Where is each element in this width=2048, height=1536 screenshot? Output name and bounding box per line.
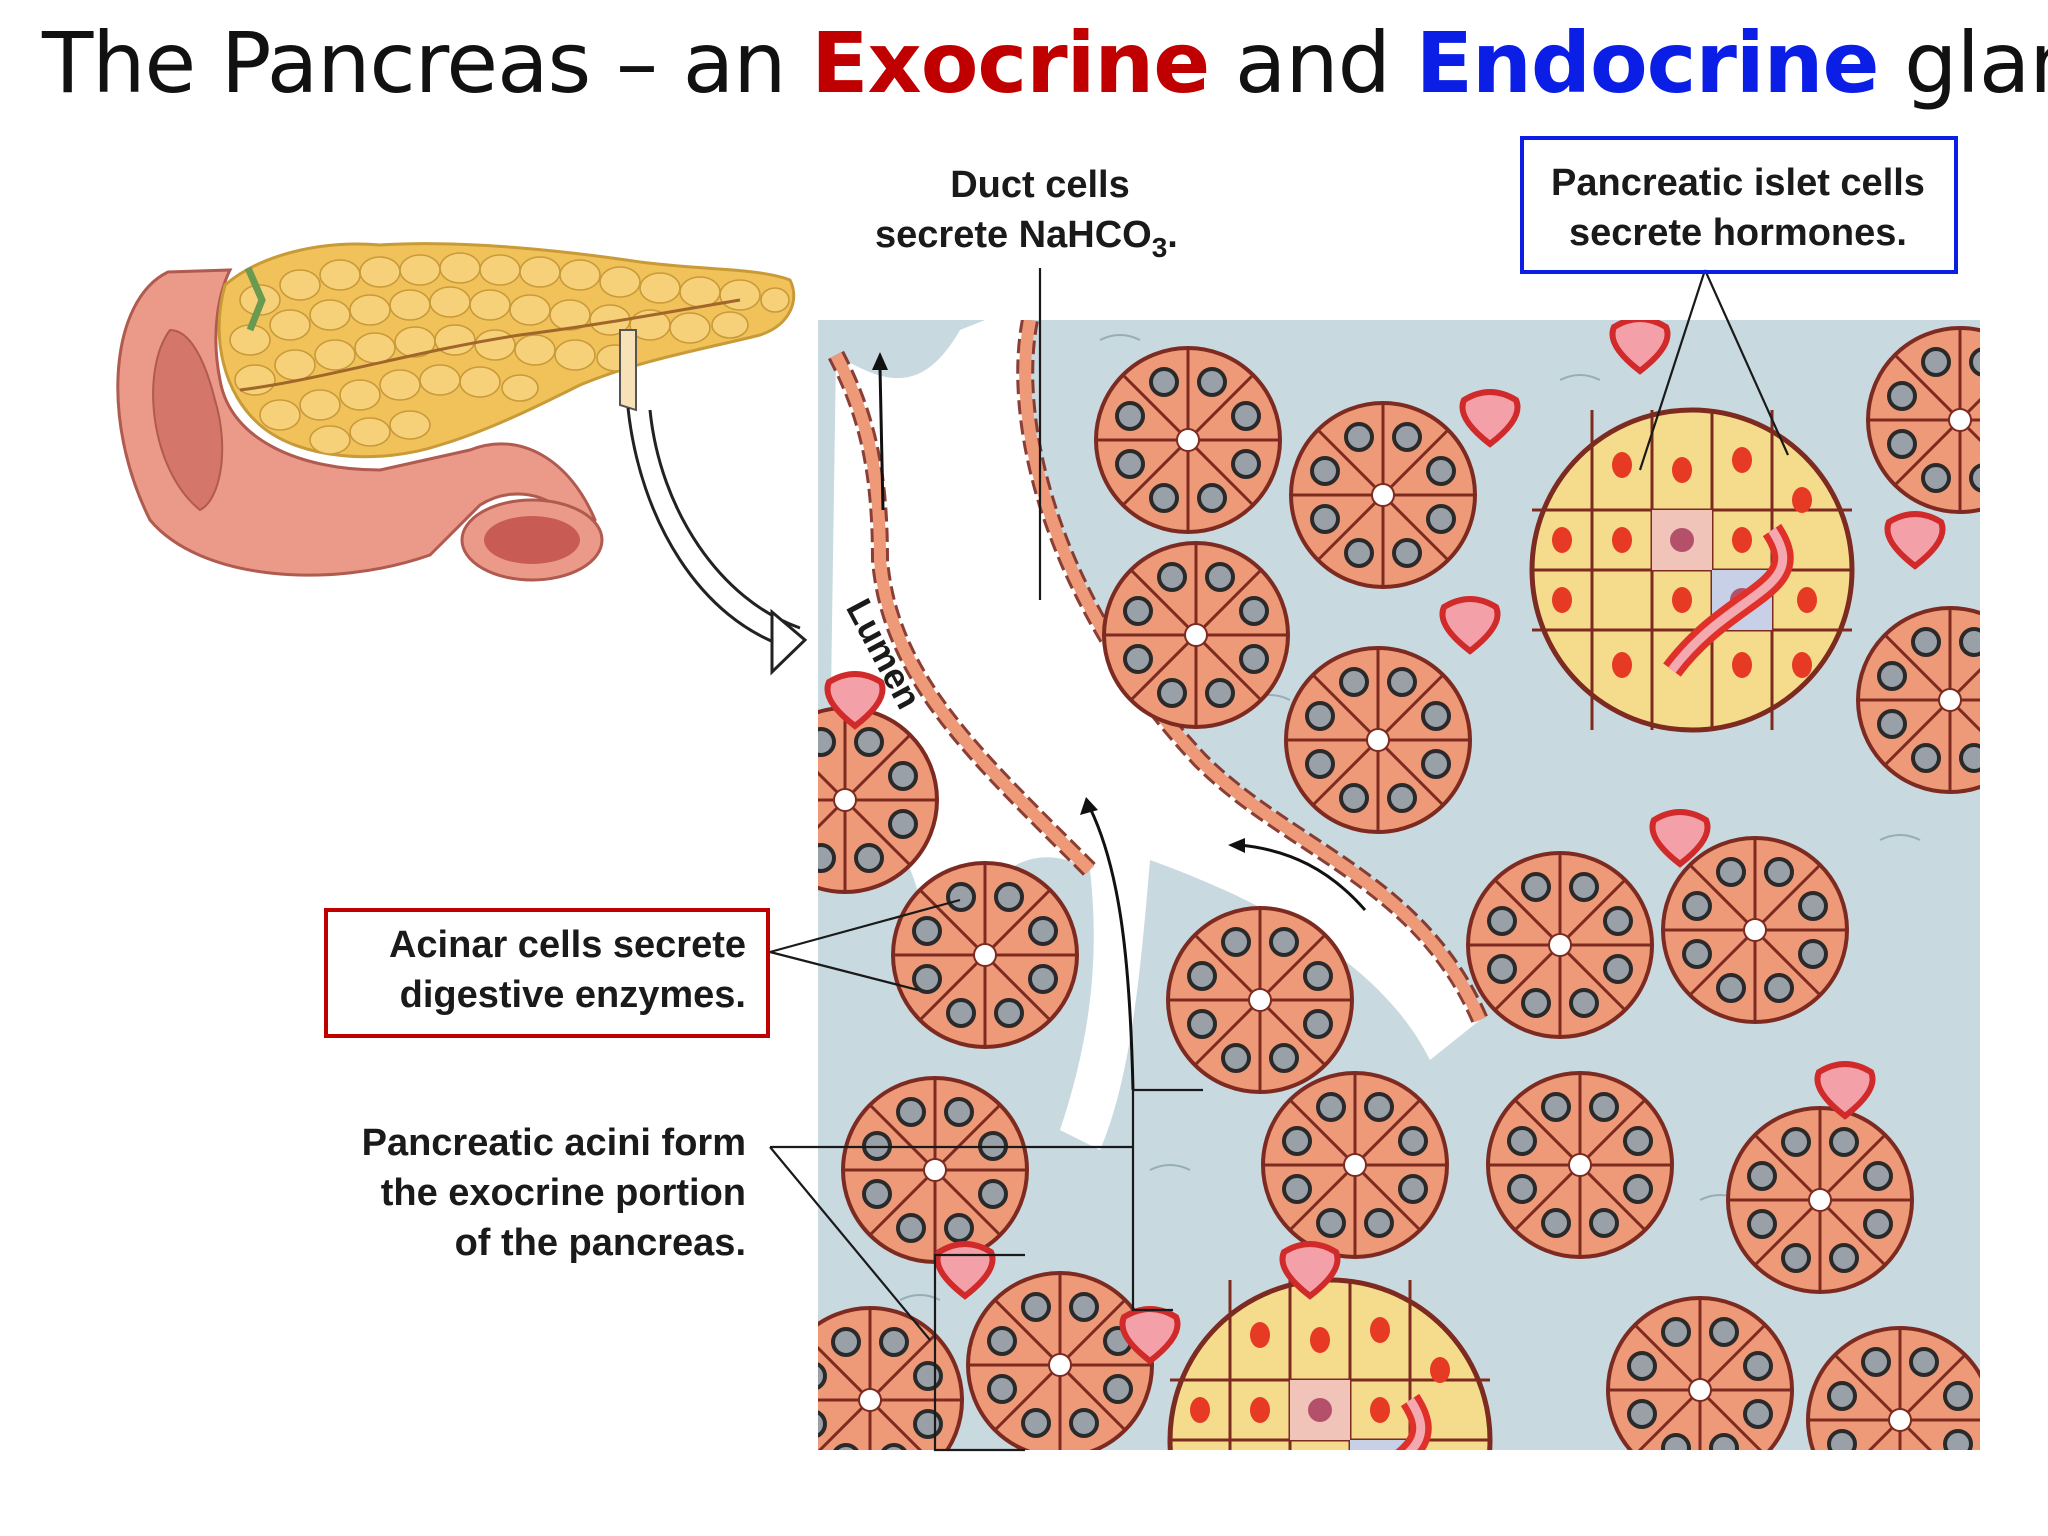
duct-cells-label-line1: Duct cells <box>950 164 1130 206</box>
title-endocrine: Endocrine <box>1415 14 1880 112</box>
duct-cells-label: Duct cells <box>940 160 1140 210</box>
acinus <box>1289 401 1477 589</box>
acinus <box>1856 606 1980 794</box>
title-prefix: The Pancreas – an <box>42 14 812 112</box>
acinus <box>841 1076 1029 1264</box>
acini-label-line3: of the pancreas. <box>454 1222 746 1264</box>
acinus <box>1284 646 1472 834</box>
pancreas-organ-illustration <box>116 242 796 582</box>
acinus <box>1166 906 1354 1094</box>
duct-formula-suffix: . <box>1167 214 1178 256</box>
title-suffix: gland <box>1904 14 2048 112</box>
zoom-arrow-head <box>770 608 808 676</box>
acinus <box>1261 1071 1449 1259</box>
duct-cells-label-line2: secrete NaHCO3. <box>875 210 1178 263</box>
acinus <box>1606 1296 1794 1450</box>
acinus <box>1486 1071 1674 1259</box>
duct-formula-prefix: secrete NaHCO <box>875 214 1152 256</box>
acinus <box>966 1271 1154 1450</box>
histology-panel <box>818 320 1980 1450</box>
page-title: The Pancreas – an Exocrine and Endocrine… <box>42 14 2048 112</box>
acinus <box>1806 1326 1980 1450</box>
pancreatic-islet <box>1532 410 1852 730</box>
duct-formula-subscript: 3 <box>1151 232 1168 263</box>
leader-lines <box>769 268 1790 1452</box>
acinus <box>1102 541 1290 729</box>
acinus <box>1866 326 1980 514</box>
zoom-arrow <box>626 407 791 650</box>
islet-cells-box <box>1520 136 1958 274</box>
islet-cells-label-line1: Pancreatic islet cells <box>1551 162 1925 204</box>
acinus <box>891 861 1079 1049</box>
acini-label-line1: Pancreatic acini form <box>361 1122 746 1164</box>
acini-label-line2: the exocrine portion <box>380 1172 746 1214</box>
acinus <box>818 706 939 894</box>
acinus <box>1466 851 1654 1039</box>
title-exocrine: Exocrine <box>811 14 1210 112</box>
acinar-cells-box <box>324 908 770 1038</box>
acinar-cells-label-line2: digestive enzymes. <box>399 974 746 1016</box>
acinus <box>1726 1106 1914 1294</box>
title-middle: and <box>1209 14 1416 112</box>
islet-cells-label-line2: secrete hormones. <box>1569 212 1907 254</box>
acinus <box>1661 836 1849 1024</box>
acinus <box>1094 346 1282 534</box>
acinar-cells-label-line1: Acinar cells secrete <box>388 924 746 966</box>
